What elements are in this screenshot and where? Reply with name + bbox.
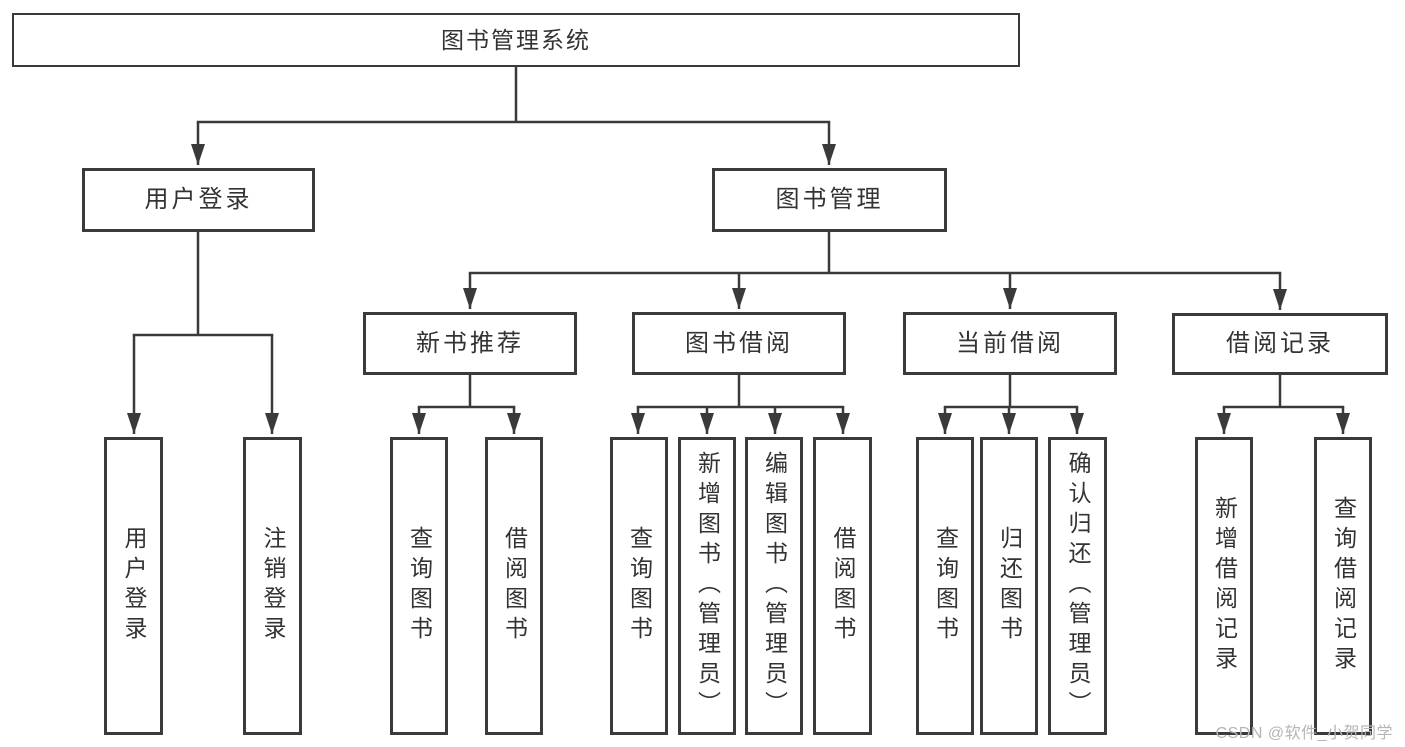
node-label: 查询图书 xyxy=(932,526,959,646)
leaf-edit-book-admin: 编辑图书（管理员） xyxy=(745,437,803,735)
leaf-query-books-recommend: 查询图书 xyxy=(390,437,448,735)
node-label: 查询借阅记录 xyxy=(1330,496,1357,676)
node-borrowing-records: 借阅记录 xyxy=(1172,313,1388,375)
leaf-borrow-books-recommend: 借阅图书 xyxy=(485,437,543,735)
node-label: 图书借阅 xyxy=(685,329,793,357)
node-label: 借阅记录 xyxy=(1226,330,1334,357)
node-current-borrowing: 当前借阅 xyxy=(903,312,1117,375)
leaf-add-borrow-record: 新增借阅记录 xyxy=(1195,437,1253,735)
leaf-add-book-admin: 新增图书（管理员） xyxy=(678,437,736,735)
leaf-query-books-borrow: 查询图书 xyxy=(610,437,668,735)
node-book-management: 图书管理 xyxy=(712,168,947,232)
node-new-book-recommendation: 新书推荐 xyxy=(363,312,577,375)
leaf-query-borrow-record: 查询借阅记录 xyxy=(1314,437,1372,735)
leaf-confirm-return-admin: 确认归还（管理员） xyxy=(1048,437,1107,735)
node-label: 归还图书 xyxy=(996,526,1023,646)
node-label: 新增借阅记录 xyxy=(1211,496,1238,676)
node-label: 确认归还（管理员） xyxy=(1065,451,1091,721)
node-label: 查询图书 xyxy=(626,526,653,646)
node-book-borrowing: 图书借阅 xyxy=(632,312,846,375)
node-label: 借阅图书 xyxy=(830,526,856,646)
node-label: 用户登录 xyxy=(121,526,147,646)
watermark: CSDN @软件_小贺同学 xyxy=(1215,725,1393,742)
node-label: 借阅图书 xyxy=(501,526,528,646)
node-label: 查询图书 xyxy=(406,526,433,646)
node-label: 新增图书（管理员） xyxy=(694,451,721,721)
leaf-return-books: 归还图书 xyxy=(980,437,1038,735)
node-label: 新书推荐 xyxy=(416,329,524,357)
leaf-user-login: 用户登录 xyxy=(104,437,163,735)
node-library-management-system: 图书管理系统 xyxy=(12,13,1020,67)
node-label: 注销登录 xyxy=(260,526,286,646)
leaf-borrow-books: 借阅图书 xyxy=(813,437,872,735)
node-label: 当前借阅 xyxy=(956,329,1064,357)
node-user-login: 用户登录 xyxy=(82,168,315,232)
node-label: 图书管理 xyxy=(775,186,884,213)
leaf-logout: 注销登录 xyxy=(243,437,302,735)
node-label: 用户登录 xyxy=(144,186,253,213)
node-label: 编辑图书（管理员） xyxy=(761,451,788,721)
leaf-query-books-current: 查询图书 xyxy=(916,437,974,735)
node-label: 图书管理系统 xyxy=(441,26,591,53)
